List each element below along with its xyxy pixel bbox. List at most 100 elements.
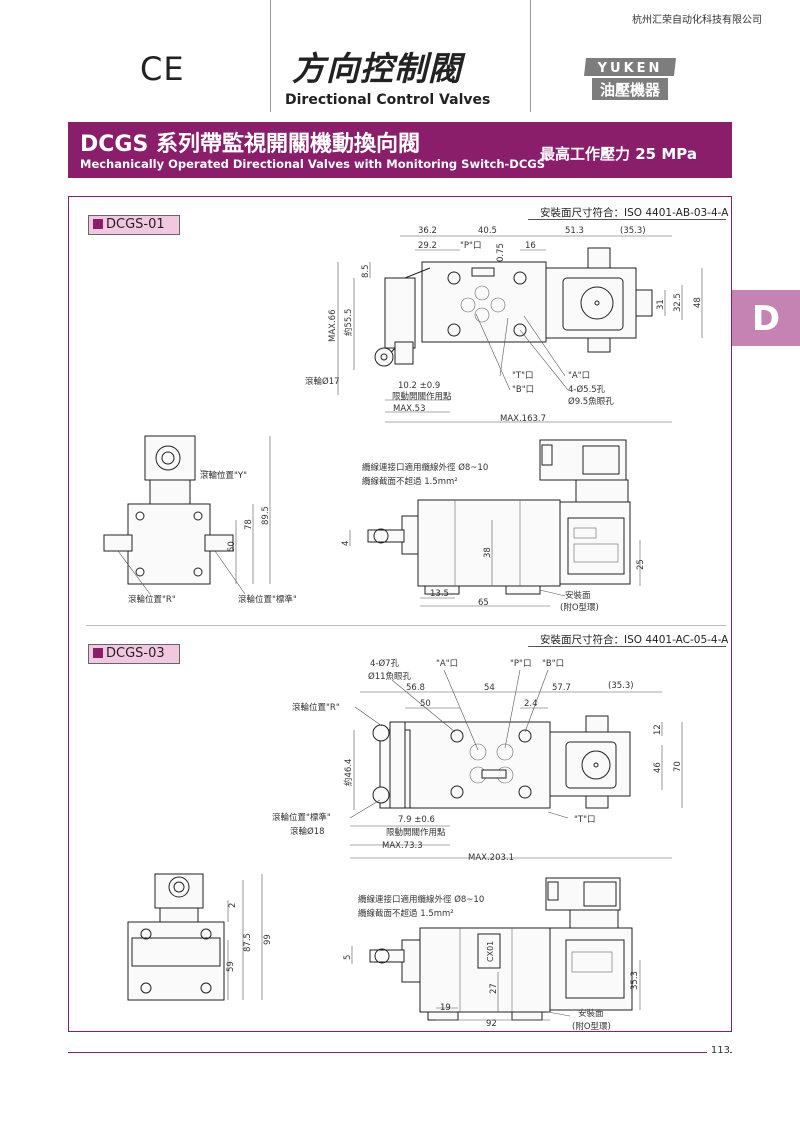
model-label-dcgs-01: DCGS-01	[88, 215, 180, 235]
dim-36-2: 36.2	[418, 226, 437, 236]
port-b-label: "B"口	[512, 385, 534, 395]
page-title-en: Directional Control Valves	[285, 92, 491, 108]
header-divider-left	[270, 0, 271, 112]
dim-48: 48	[693, 297, 703, 308]
body-mark: CX01	[486, 941, 495, 962]
company-name: 杭州汇荣自动化科技有限公司	[632, 15, 762, 26]
dim-40-5: 40.5	[478, 226, 497, 236]
dim-max-163-7: MAX.163.7	[500, 414, 546, 424]
dim-approx-55-5: 約55.5	[343, 309, 354, 336]
switch-point-label: 限動開關作用點	[392, 391, 452, 402]
roller-position-y: 滾輪位置"Y"	[200, 470, 247, 481]
port-p-label: "P"口	[460, 241, 481, 251]
model-label-dcgs-03: DCGS-03	[88, 644, 180, 664]
dim-70: 70	[673, 761, 683, 772]
label-marker-icon	[93, 219, 103, 229]
page-number: 113	[706, 1045, 730, 1056]
dim-31: 31	[656, 299, 666, 310]
banner-title: DCGS 系列帶監視開關機動換向閥	[80, 132, 420, 157]
dim-25: 25	[636, 559, 646, 570]
dim-92: 92	[486, 1019, 497, 1029]
footer-rule	[68, 1052, 732, 1053]
dim-56-8: 56.8	[406, 683, 425, 693]
dim-19: 19	[440, 1003, 451, 1013]
dcgs03-top-dimensions: 4-Ø7孔 Ø11魚眼孔 "A"口 "P"口 "B"口 56.8 54 57.7…	[272, 658, 683, 863]
dim-50-03: 50	[420, 699, 431, 709]
model-name: DCGS-01	[106, 217, 165, 232]
dim-35-3-03: (35.3)	[608, 681, 634, 691]
section-tab-d: D	[732, 290, 800, 346]
roller-position-r-03: 滾輪位置"R"	[292, 702, 340, 713]
dim-max-73-3: MAX.73.3	[382, 841, 423, 851]
header-divider-right	[530, 0, 531, 112]
dcgs01-side-view: 纜線連接口適用纜線外徑 Ø8~10 纜線截面不超過 1.5mm² 4 38 25…	[341, 439, 646, 613]
logo-top-text: YUKEN	[597, 61, 663, 76]
mount-face-label: 安裝面	[565, 590, 591, 601]
dim-78: 78	[244, 519, 254, 530]
standard-note-01: 安裝面尺寸符合：ISO 4401-AB-03-4-A	[540, 207, 729, 219]
dim-87-5: 87.5	[243, 933, 253, 952]
cable-note-2-03: 纜線截面不超過 1.5mm²	[358, 908, 454, 919]
cable-note-1-03: 纜線連接口適用纜線外徑 Ø8~10	[358, 894, 484, 905]
label-marker-icon	[93, 648, 103, 658]
cable-note-1: 纜線連接口適用纜線外徑 Ø8~10	[362, 462, 488, 473]
switch-point-label-03: 限動開關作用點	[386, 827, 446, 838]
dcgs01-top-view	[374, 247, 653, 367]
dim-5: 5	[343, 955, 353, 960]
dim-16: 16	[525, 241, 536, 251]
dim-51-3: 51.3	[565, 226, 584, 236]
port-t-label: "T"口	[512, 371, 534, 381]
dcgs03-front-view: 2 87.5 99 59	[127, 873, 273, 1001]
dcgs03-side-view: CX01 纜線連接口適用纜線外徑 Ø8~10 纜線截面不超過 1.5mm² 5 …	[343, 877, 641, 1032]
dim-13-5: 13.5	[430, 589, 449, 599]
yuken-logo: YUKEN 油壓機器	[584, 58, 676, 100]
drawing-frame	[68, 196, 732, 1032]
dim-50: 50	[227, 541, 237, 552]
page-title-cn: 方向控制閥	[292, 49, 462, 88]
model-name: DCGS-03	[106, 646, 165, 661]
port-a-label: "A"口	[568, 371, 590, 381]
standard-underline-03	[528, 646, 726, 647]
dim-27: 27	[489, 983, 499, 994]
dim-38: 38	[483, 547, 493, 558]
section-separator	[86, 625, 726, 626]
dim-35-3-side: 35.3	[630, 971, 640, 990]
dim-max-203-1: MAX.203.1	[468, 853, 514, 863]
dim-2: 2	[228, 903, 238, 908]
holes-label-03: 4-Ø7孔	[370, 658, 400, 669]
standard-note-03: 安裝面尺寸符合：ISO 4401-AC-05-4-A	[540, 634, 729, 646]
banner-subtitle: Mechanically Operated Directional Valves…	[80, 157, 545, 171]
dim-89-5: 89.5	[261, 506, 271, 525]
cable-note-2: 纜線截面不超過 1.5mm²	[362, 476, 458, 487]
dim-max-66: MAX.66	[328, 310, 338, 343]
oring-label-03: (附O型環)	[572, 1021, 611, 1032]
dim-35-3: (35.3)	[620, 226, 646, 236]
port-a-label-03: "A"口	[436, 659, 458, 669]
roller-position-std-03: 滾輪位置"標準"	[272, 812, 331, 823]
dim-99: 99	[263, 934, 273, 945]
dim-0-75: 0.75	[496, 243, 506, 262]
dim-4: 4	[341, 541, 351, 546]
roller-size-03: 滾輪Ø18	[290, 826, 325, 837]
spotface-label-03: Ø11魚眼孔	[368, 671, 412, 682]
roller-size-label: 滾輪Ø17	[305, 376, 340, 387]
ce-mark: CE	[140, 50, 185, 88]
dim-10-2: 10.2 ±0.9	[398, 381, 440, 391]
dcgs01-front-view: 滾輪位置"Y" 滾輪位置"R" 滾輪位置"標準" 89.5 78 50	[103, 435, 297, 605]
roller-position-r: 滾輪位置"R"	[128, 594, 176, 605]
dim-29-2: 29.2	[418, 241, 437, 251]
dcgs03-top-view	[372, 715, 631, 809]
title-banner	[68, 122, 732, 178]
mount-face-label-03: 安裝面	[578, 1008, 604, 1019]
dim-54: 54	[484, 683, 495, 693]
port-t-label-03: "T"口	[574, 815, 596, 825]
dim-8-5: 8.5	[361, 264, 371, 278]
logo-bottom-text: 油壓機器	[600, 81, 661, 99]
dim-12: 12	[653, 724, 663, 735]
spotface-label: Ø9.5魚眼孔	[568, 396, 614, 407]
max-pressure: 最高工作壓力 25 MPa	[540, 145, 697, 163]
roller-position-std: 滾輪位置"標準"	[238, 594, 297, 605]
oring-label: (附O型環)	[560, 602, 599, 613]
dim-max-53: MAX.53	[393, 404, 426, 414]
